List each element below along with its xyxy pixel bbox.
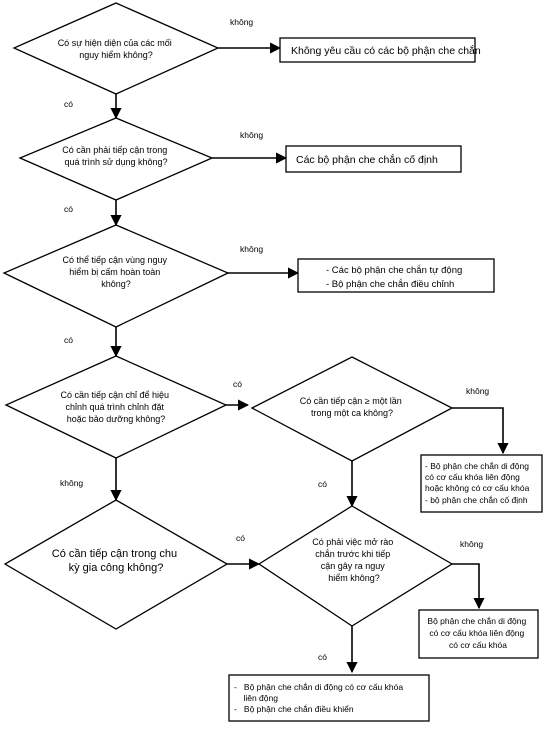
result-6: - Bộ phận che chắn di động có cơ cấu khó…	[228, 674, 430, 722]
result-3: - Các bộ phận che chắn tự động - Bộ phận…	[297, 258, 495, 293]
decision-5-line-2: trong một ca không?	[311, 408, 393, 418]
result-5-line-2: có cơ cấu khóa liên động	[429, 628, 524, 638]
result-2-line-1: Các bộ phận che chắn cố định	[296, 153, 438, 166]
connectors	[110, 42, 509, 674]
decision-4-line-3: hoặc bảo dưỡng không?	[67, 414, 166, 424]
label-decision-3-no: không	[240, 244, 263, 254]
result-6-line-3: - Bộ phận che chắn điều khiển	[234, 704, 354, 714]
decision-7-line-2: chắn trước khi tiếp	[315, 549, 390, 559]
result-6-line-2: liên động	[234, 693, 278, 703]
result-5-text: Bộ phận che chắn di động có cơ cấu khóa …	[427, 616, 528, 650]
decision-3-line-2: hiểm bị cấm hoàn toàn	[69, 267, 160, 277]
decision-2-diamond	[18, 117, 214, 201]
result-6-text: - Bộ phận che chắn di động có cơ cấu khó…	[234, 682, 403, 714]
decision-4-text: Có cần tiếp cận chỉ để hiệu chỉnh quá tr…	[60, 390, 171, 424]
result-1-text: Không yêu cầu có các bộ phận che chắn	[291, 44, 481, 57]
result-3-line-2: - Bộ phận che chắn điều chỉnh	[326, 279, 454, 290]
result-4: - Bộ phận che chắn di động có cơ cấu khó…	[420, 454, 543, 513]
result-3-box	[297, 258, 495, 293]
decision-1-line-1: Có sự hiện diện của các mối	[58, 38, 172, 48]
result-5-line-1: Bộ phận che chắn di động	[427, 616, 526, 626]
label-decision-7-no: không	[460, 539, 483, 549]
decision-3: Có thể tiếp cận vùng nguy hiểm bị cấm ho…	[2, 224, 230, 328]
decision-1-diamond	[12, 2, 220, 95]
decision-5: Có cần tiếp cận ≥ một lần trong một ca k…	[250, 356, 454, 462]
decision-4: Có cần tiếp cận chỉ để hiệu chỉnh quá tr…	[4, 355, 228, 459]
result-5: Bộ phận che chắn di động có cơ cấu khóa …	[418, 609, 539, 659]
result-2-box	[285, 145, 462, 173]
decision-2-line-2: quá trình sử dụng không?	[64, 157, 167, 167]
label-decision-1-yes: có	[64, 99, 73, 109]
branch-labels: không có không có không có có không khôn…	[60, 17, 489, 662]
decision-2-line-1: Có cần phải tiếp cận trong	[62, 145, 167, 155]
decision-7-line-1: Có phải việc mở rào	[312, 537, 393, 547]
result-5-line-3: có cơ cấu khóa	[449, 640, 507, 650]
connector-d5-r4	[452, 407, 509, 455]
decision-6-line-1: Có cần tiếp cận trong chu	[52, 548, 177, 560]
decision-7-line-3: cận gây ra nguy	[321, 561, 386, 571]
result-3-text: - Các bộ phận che chắn tự động - Bộ phận…	[326, 265, 465, 290]
result-4-line-2: có cơ cấu khóa liên động	[425, 472, 520, 482]
decision-4-line-2: chỉnh quá trình chỉnh đặt	[65, 402, 164, 412]
label-decision-4-no: không	[60, 478, 83, 488]
decision-3-line-3: không?	[101, 279, 131, 289]
label-decision-5-yes: có	[318, 479, 327, 489]
result-4-line-4: - bộ phận che chắn cố định	[425, 495, 528, 505]
decision-7-line-4: hiểm không?	[328, 573, 380, 583]
label-decision-7-yes: có	[318, 652, 327, 662]
result-4-box	[420, 454, 543, 513]
decision-6-diamond	[3, 499, 229, 630]
decision-1: Có sự hiện diện của các mối nguy hiểm kh…	[12, 2, 220, 95]
decision-1-line-2: nguy hiểm không?	[79, 50, 153, 60]
result-5-box	[418, 609, 539, 659]
label-decision-6-yes: có	[236, 533, 245, 543]
decision-5-text: Có cần tiếp cận ≥ một lần trong một ca k…	[300, 396, 405, 418]
result-6-box	[228, 674, 430, 722]
decision-5-line-1: Có cần tiếp cận ≥ một lần	[300, 396, 402, 406]
decision-6: Có cần tiếp cận trong chu kỳ gia công kh…	[3, 499, 229, 630]
decision-6-text: Có cần tiếp cận trong chu kỳ gia công kh…	[52, 548, 180, 574]
connector-d7-r5	[452, 563, 485, 610]
label-decision-2-yes: có	[64, 204, 73, 214]
result-3-line-1: - Các bộ phận che chắn tự động	[326, 265, 462, 276]
label-decision-1-no: không	[230, 17, 253, 27]
result-2: Các bộ phận che chắn cố định	[285, 145, 462, 173]
decision-3-diamond	[2, 224, 230, 328]
decision-3-text: Có thể tiếp cận vùng nguy hiểm bị cấm ho…	[62, 255, 169, 289]
label-decision-5-no: không	[466, 386, 489, 396]
result-1-box	[279, 37, 476, 63]
result-1-line-1: Không yêu cầu có các bộ phận che chắn	[291, 44, 481, 57]
decision-5-diamond	[250, 356, 454, 462]
decision-2-text: Có cần phải tiếp cận trong quá trình sử …	[62, 145, 170, 167]
result-4-line-1: - Bộ phận che chắn di động	[425, 461, 529, 471]
decision-4-diamond	[4, 355, 228, 459]
decision-2: Có cần phải tiếp cận trong quá trình sử …	[18, 117, 214, 201]
label-decision-2-no: không	[240, 130, 263, 140]
decision-7: Có phải việc mở rào chắn trước khi tiếp …	[257, 505, 454, 627]
decision-7-text: Có phải việc mở rào chắn trước khi tiếp …	[312, 537, 395, 583]
decision-3-line-1: Có thể tiếp cận vùng nguy	[62, 255, 167, 265]
result-6-line-1: - Bộ phận che chắn di động có cơ cấu khó…	[234, 682, 403, 692]
result-1: Không yêu cầu có các bộ phận che chắn	[279, 37, 481, 63]
decision-1-text: Có sự hiện diện của các mối nguy hiểm kh…	[58, 38, 175, 60]
result-4-line-3: hoặc không có cơ cấu khóa	[425, 483, 530, 493]
decision-4-line-1: Có cần tiếp cận chỉ để hiệu	[60, 390, 169, 400]
decision-7-diamond	[257, 505, 454, 627]
label-decision-4-yes: có	[233, 379, 242, 389]
decision-6-line-2: kỳ gia công không?	[69, 562, 164, 574]
label-decision-3-yes: có	[64, 335, 73, 345]
result-2-text: Các bộ phận che chắn cố định	[296, 153, 438, 166]
result-4-text: - Bộ phận che chắn di động có cơ cấu khó…	[425, 461, 532, 505]
